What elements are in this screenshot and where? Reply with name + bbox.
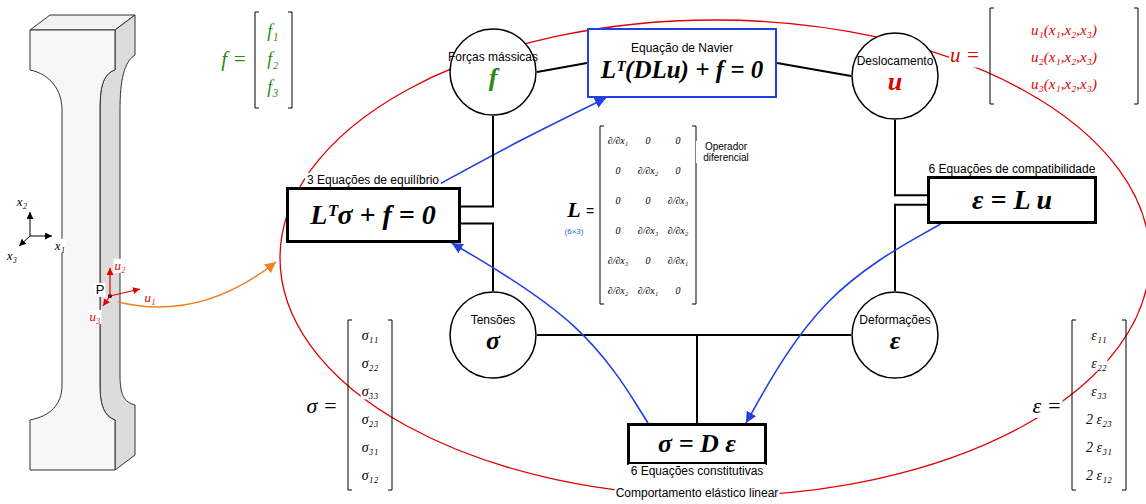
quantity-name: Deformações xyxy=(859,314,930,327)
vector-entry: ε₁₁ xyxy=(1090,328,1107,343)
matrix-entry: ∂/∂x₃ xyxy=(637,225,660,236)
box-heading: Equação de Navier xyxy=(631,41,733,55)
specimen-drawing xyxy=(30,15,135,470)
displacement-label: u₁ xyxy=(143,291,156,305)
matrix-entry: ∂/∂x₃ xyxy=(667,195,690,206)
matrix-entry: ∂/∂x₂ xyxy=(637,165,660,176)
equation-box: Lᵀσ + f = 03 Equações de equilíbrio xyxy=(286,187,461,243)
vector-entry: u₂(x₁,x₂,x₃) xyxy=(1030,49,1098,66)
vector-name: u = xyxy=(949,44,981,67)
quantity-name: Forças mássicas xyxy=(448,51,538,64)
matrix-entry: ∂/∂x₂ xyxy=(607,285,630,296)
relation-line xyxy=(537,63,587,72)
vector-entry: ε₃₃ xyxy=(1090,384,1107,399)
matrix-entry: 0 xyxy=(615,195,622,206)
vector-name: ε = xyxy=(1031,394,1062,418)
operator-note: Operador diferencial xyxy=(696,141,756,163)
vector-entry: σ₁₂ xyxy=(361,468,380,483)
relation-line xyxy=(461,116,494,207)
equation-box: σ = D ε6 Equações constitutivas xyxy=(627,423,767,465)
vector-name: f = xyxy=(220,48,247,71)
equation: Lᵀ(DLu) + f = 0 xyxy=(601,56,764,85)
vector-entry: f₁ xyxy=(266,22,279,42)
equation-box: Equação de NavierLᵀ(DLu) + f = 0 xyxy=(587,28,777,98)
point-label: P xyxy=(95,283,106,297)
axis-label: x₁ xyxy=(54,239,66,253)
operator-name: L xyxy=(566,198,581,222)
equals-sign: = xyxy=(585,204,595,219)
relation-line xyxy=(537,335,697,423)
box-heading: 3 Equações de equilíbrio xyxy=(305,173,441,187)
axis-label: x₃ xyxy=(6,249,18,263)
vector-entry: 2 ε₂₃ xyxy=(1085,412,1113,427)
domain-ellipse xyxy=(280,20,1146,496)
vector-entry: σ₃₃ xyxy=(361,384,380,399)
box-heading: 6 Equações de compatibilidade xyxy=(927,162,1098,176)
vector-entry: u₃(x₁,x₂,x₃) xyxy=(1030,76,1098,93)
equation: Lᵀσ + f = 0 xyxy=(310,199,436,231)
matrix-entry: 0 xyxy=(645,195,652,206)
equation: ε = L u xyxy=(972,184,1052,216)
equation-box: ε = L u6 Equações de compatibilidade xyxy=(927,176,1097,224)
matrix-entry: 0 xyxy=(645,255,652,266)
operator-size: (6×3) xyxy=(564,228,585,237)
matrix-entry: 0 xyxy=(615,165,622,176)
box-heading: 6 Equações constitutivas xyxy=(629,464,766,478)
displacement-label: u₃ xyxy=(88,310,101,324)
vector-entry: 2 ε₃₁ xyxy=(1085,440,1113,455)
quantity-symbol: ε xyxy=(890,327,901,356)
vector-entry: u₁(x₁,x₂,x₃) xyxy=(1030,22,1098,39)
axis-label: x₂ xyxy=(16,195,28,209)
quantity-name: Deslocamento xyxy=(857,55,934,68)
matrix-entry: ∂/∂x₁ xyxy=(637,285,660,296)
matrix-entry: 0 xyxy=(675,135,682,146)
pointer-arrow xyxy=(118,262,276,307)
displacement-arrows xyxy=(103,268,140,306)
quantity-circle: Deslocamentou xyxy=(851,32,939,120)
matrix-entry: 0 xyxy=(675,165,682,176)
matrix-entry: ∂/∂x₂ xyxy=(667,225,690,236)
displacement-label: u₂ xyxy=(113,259,126,273)
matrix-entry: 0 xyxy=(675,285,682,296)
vector-entry: σ₃₁ xyxy=(361,440,380,455)
quantity-circle: Tensõesσ xyxy=(449,291,537,379)
vector-entry: 2 ε₁₂ xyxy=(1085,468,1113,483)
matrix-entry: ∂/∂x₃ xyxy=(607,255,630,266)
quantity-circle: Deformaçõesε xyxy=(851,291,939,379)
matrix-brackets xyxy=(255,8,1138,490)
relation-line xyxy=(895,120,927,195)
relation-line xyxy=(697,335,851,423)
quantity-symbol: f xyxy=(489,64,498,93)
vector-entry: σ₂₃ xyxy=(361,412,380,427)
quantity-symbol: σ xyxy=(486,327,500,356)
note: Comportamento elástico linear xyxy=(615,487,780,500)
matrix-entry: 0 xyxy=(615,225,622,236)
quantity-name: Tensões xyxy=(471,314,516,327)
derivation-arrow xyxy=(746,224,941,423)
vector-name: σ = xyxy=(305,394,338,418)
derivation-arrow xyxy=(434,98,606,187)
quantity-symbol: u xyxy=(888,68,902,97)
matrix-entry: ∂/∂x₁ xyxy=(667,255,690,266)
vector-entry: ε₂₂ xyxy=(1090,356,1107,371)
vector-entry: f₃ xyxy=(266,78,279,98)
equation: σ = D ε xyxy=(658,429,736,459)
matrix-entry: ∂/∂x₁ xyxy=(607,135,630,146)
vector-entry: σ₁₁ xyxy=(361,328,380,343)
matrix-entry: 0 xyxy=(645,135,652,146)
quantity-circle: Forças mássicasf xyxy=(449,28,537,116)
vector-entry: f₂ xyxy=(266,50,279,70)
vector-entry: σ₂₂ xyxy=(361,356,380,371)
relation-line xyxy=(777,63,851,76)
axes-symbol xyxy=(19,212,52,246)
